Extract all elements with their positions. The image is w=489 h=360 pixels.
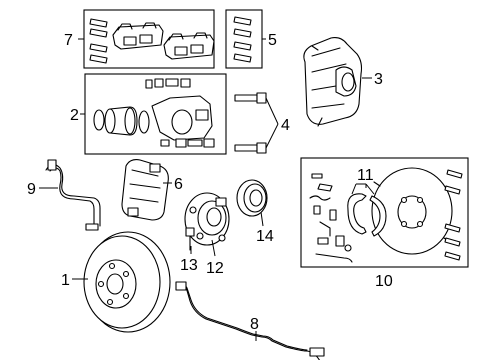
wheel-bearing: 14	[236, 179, 274, 245]
pad-clips-left	[89, 18, 108, 64]
brake-pad-assembly: 6	[121, 159, 183, 221]
callout-2: 2	[70, 107, 79, 124]
callout-1: 1	[61, 272, 70, 289]
piston-seal	[93, 109, 105, 131]
guide-pins	[160, 138, 215, 148]
caliper-piston	[104, 106, 138, 136]
callout-6: 6	[174, 176, 183, 193]
callout-9: 9	[27, 181, 36, 198]
brake-pad-outer	[163, 32, 215, 60]
callout-13: 13	[180, 257, 198, 274]
callout-7: 7	[64, 32, 73, 49]
parking-brake-shoes	[347, 193, 387, 237]
caliper-assembly: 3	[303, 37, 383, 127]
callout-12: 12	[206, 260, 224, 277]
wheel-speed-sensor: 8	[175, 281, 325, 360]
caliper-bracket	[151, 95, 213, 141]
callout-5: 5	[268, 32, 277, 49]
callout-11: 11	[357, 167, 374, 184]
callout-10: 10	[375, 273, 393, 290]
callout-8: 8	[250, 316, 259, 333]
caliper-kit-group: 2	[70, 73, 227, 155]
callout-4: 4	[281, 117, 290, 134]
callout-14: 14	[256, 228, 274, 245]
brake-hardware	[309, 173, 353, 263]
parking-brake-kit-box	[300, 157, 469, 268]
callout-3: 3	[374, 71, 383, 88]
pad-kit-group: 7	[64, 9, 215, 69]
brake-hose: 9	[27, 159, 101, 231]
retainer-bars	[444, 169, 463, 261]
backing-plate	[371, 167, 453, 255]
guide-bushings	[145, 78, 191, 89]
clip-kit-group: 5	[225, 9, 277, 69]
brake-pad-inner	[112, 22, 164, 50]
caliper-bolts: 4	[234, 92, 290, 154]
dust-boot	[138, 110, 150, 134]
brake-rotor: 1	[61, 231, 171, 333]
wheel-stud: 13	[180, 227, 198, 274]
wheel-hub: 12	[184, 192, 230, 277]
parking-brake-kit-group: 11 10	[300, 157, 469, 290]
